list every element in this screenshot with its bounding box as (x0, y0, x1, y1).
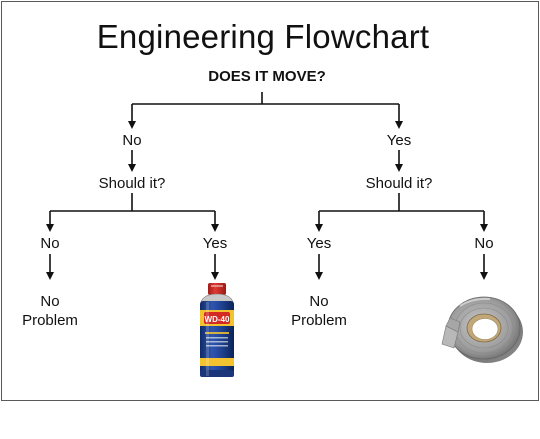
flowchart-title: Engineering Flowchart (96, 18, 430, 55)
left-should-it: Should it? (98, 175, 166, 192)
right-result-no-problem: No Problem (279, 292, 359, 330)
left-right-answer-yes: Yes (202, 235, 228, 252)
result-line-1: No (309, 293, 329, 310)
left-answer-no: No (122, 132, 142, 149)
right-answer-yes: Yes (386, 132, 412, 149)
root-question: DOES IT MOVE? (208, 68, 326, 85)
result-line-2: Problem (22, 312, 78, 329)
left-result-no-problem: No Problem (10, 292, 90, 330)
right-left-answer-yes: Yes (306, 235, 332, 252)
right-should-it: Should it? (365, 175, 433, 192)
wd40-can-image: WD-40 (200, 283, 234, 377)
right-right-answer-no: No (474, 235, 494, 252)
left-left-answer-no: No (40, 235, 60, 252)
result-line-1: No (40, 293, 60, 310)
result-line-2: Problem (291, 312, 347, 329)
duct-tape-image (441, 296, 523, 363)
wd40-label: WD-40 (205, 315, 230, 324)
